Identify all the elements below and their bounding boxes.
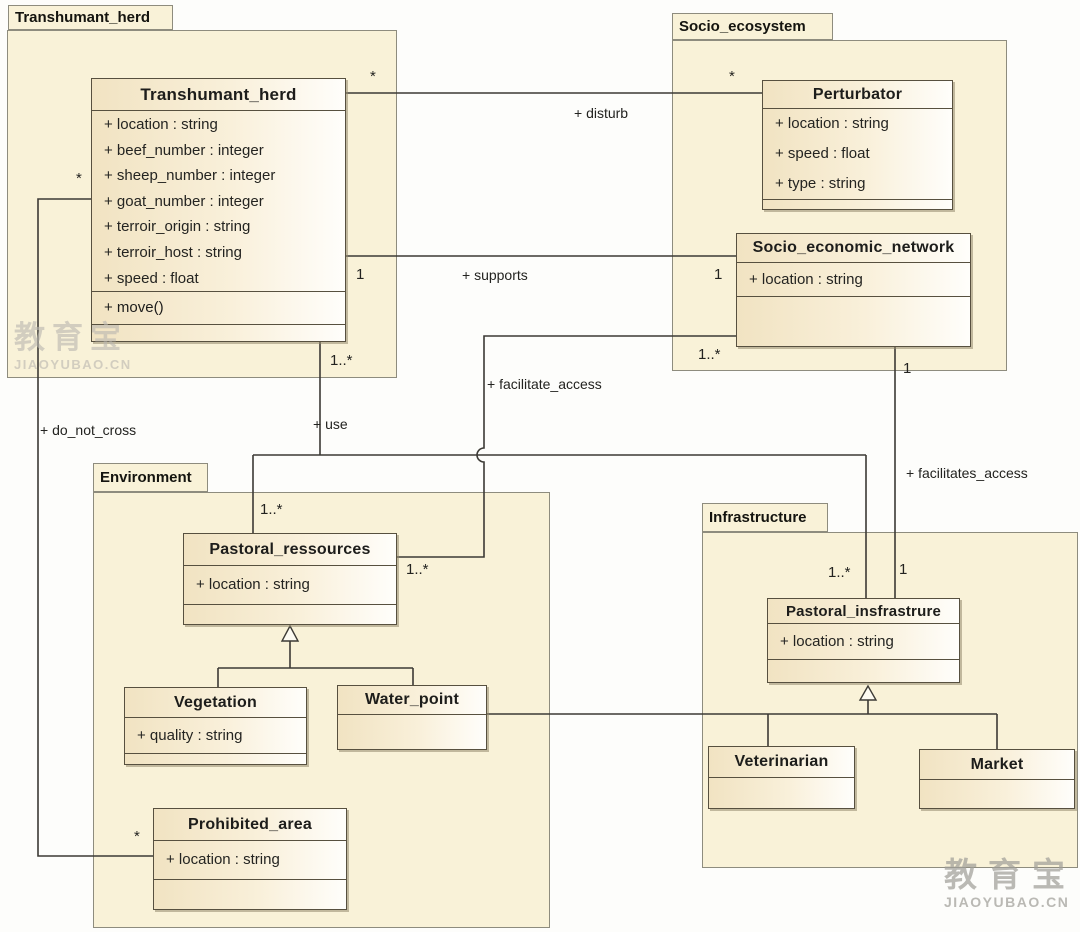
class-veterinarian: Veterinarian xyxy=(708,746,855,809)
class-attributes: + location : string xyxy=(154,841,346,879)
class-empty-compartment xyxy=(92,324,345,341)
class-attribute: + location : string xyxy=(104,116,218,133)
association-do-not-cross-line xyxy=(37,198,153,857)
class-attribute: + location : string xyxy=(749,271,863,288)
class-empty-compartment xyxy=(709,778,854,808)
class-attribute: + beef_number : integer xyxy=(104,141,264,159)
class-attribute: + location : string xyxy=(780,633,894,650)
multiplicity-facilitate-network: 1..* xyxy=(698,346,721,363)
association-label-disturb: + disturb xyxy=(574,105,629,121)
package-tab-transhumant-herd: Transhumant_herd xyxy=(8,5,173,30)
multiplicity-use-herd: 1..* xyxy=(330,352,353,369)
class-attributes: + location : string + speed : float + ty… xyxy=(763,109,952,199)
class-title: Socio_economic_network xyxy=(737,234,970,263)
multiplicity-facilitates-network: 1 xyxy=(903,360,912,377)
class-empty-compartment xyxy=(154,879,346,909)
multiplicity-do-not-cross-herd: * xyxy=(76,170,82,187)
association-use-line xyxy=(252,342,867,598)
class-title: Water_point xyxy=(338,686,486,715)
package-body-infrastructure xyxy=(702,532,1078,868)
water-point-infrastructure-line xyxy=(487,700,998,749)
association-label-do-not-cross: + do_not_cross xyxy=(40,422,137,438)
class-empty-compartment xyxy=(125,753,306,764)
class-attribute: + quality : string xyxy=(137,727,243,744)
package-tab-infrastructure: Infrastructure xyxy=(702,503,828,532)
class-attribute: + terroir_host : string xyxy=(104,243,242,261)
class-title: Transhumant_herd xyxy=(92,79,345,111)
class-attribute: + speed : float xyxy=(104,269,199,287)
class-attribute: + goat_number : integer xyxy=(104,192,264,210)
multiplicity-use-infrastructure: 1..* xyxy=(828,564,851,581)
class-method: + move() xyxy=(92,291,345,324)
association-label-use: + use xyxy=(313,416,348,432)
class-title: Perturbator xyxy=(763,81,952,109)
class-attributes: + location : string xyxy=(768,624,959,659)
association-label-facilitate-access: + facilitate_access xyxy=(487,376,602,392)
association-facilitate-access-line xyxy=(397,335,736,558)
class-title: Pastoral_insfrastrure xyxy=(768,599,959,624)
class-transhumant-herd: Transhumant_herd + location : string + b… xyxy=(91,78,346,342)
multiplicity-facilitates-infrastructure: 1 xyxy=(899,561,908,578)
class-attribute: + location : string xyxy=(196,576,310,593)
package-tab-socio-ecosystem: Socio_ecosystem xyxy=(672,13,833,40)
generalization-arrow-pastoral-ressources xyxy=(280,624,300,642)
class-empty-compartment xyxy=(920,780,1074,808)
class-title: Vegetation xyxy=(125,688,306,718)
class-attributes: + location : string xyxy=(737,263,970,296)
association-label-supports: + supports xyxy=(462,267,528,283)
class-attribute: + sheep_number : integer xyxy=(104,167,276,185)
generalization-tree-environment-line xyxy=(217,641,414,687)
class-attribute: + type : string xyxy=(775,175,866,192)
class-pastoral-ressources: Pastoral_ressources + location : string xyxy=(183,533,397,625)
generalization-arrow-pastoral-insfrastrure xyxy=(858,684,878,701)
class-market: Market xyxy=(919,749,1075,809)
association-label-facilitates-access: + facilitates_access xyxy=(906,465,1028,481)
multiplicity-supports-network: 1 xyxy=(714,266,723,283)
class-empty-compartment xyxy=(184,604,396,624)
class-empty-compartment xyxy=(763,199,952,209)
class-title: Veterinarian xyxy=(709,747,854,778)
class-pastoral-insfrastrure: Pastoral_insfrastrure + location : strin… xyxy=(767,598,960,683)
multiplicity-facilitate-ressources: 1..* xyxy=(406,561,429,578)
class-attribute: + terroir_origin : string xyxy=(104,218,251,236)
class-vegetation: Vegetation + quality : string xyxy=(124,687,307,765)
class-title: Market xyxy=(920,750,1074,780)
class-attributes: + location : string xyxy=(184,566,396,604)
multiplicity-do-not-cross-area: * xyxy=(134,828,140,845)
class-attribute: + location : string xyxy=(775,115,889,132)
multiplicity-disturb-herd: * xyxy=(370,68,376,85)
class-empty-compartment xyxy=(737,296,970,346)
class-socio-economic-network: Socio_economic_network + location : stri… xyxy=(736,233,971,347)
class-attributes: + quality : string xyxy=(125,718,306,753)
class-empty-compartment xyxy=(338,715,486,749)
class-prohibited-area: Prohibited_area + location : string xyxy=(153,808,347,910)
class-empty-compartment xyxy=(768,659,959,682)
package-tab-environment: Environment xyxy=(93,463,208,492)
class-attribute: + location : string xyxy=(166,851,280,868)
class-perturbator: Perturbator + location : string + speed … xyxy=(762,80,953,210)
class-attribute: + speed : float xyxy=(775,145,870,162)
multiplicity-use-ressources: 1..* xyxy=(260,501,283,518)
multiplicity-supports-herd: 1 xyxy=(356,266,365,283)
class-attributes: + location : string + beef_number : inte… xyxy=(92,111,345,291)
class-title: Prohibited_area xyxy=(154,809,346,841)
multiplicity-disturb-perturbator: * xyxy=(729,68,735,85)
class-title: Pastoral_ressources xyxy=(184,534,396,566)
class-water-point: Water_point xyxy=(337,685,487,750)
